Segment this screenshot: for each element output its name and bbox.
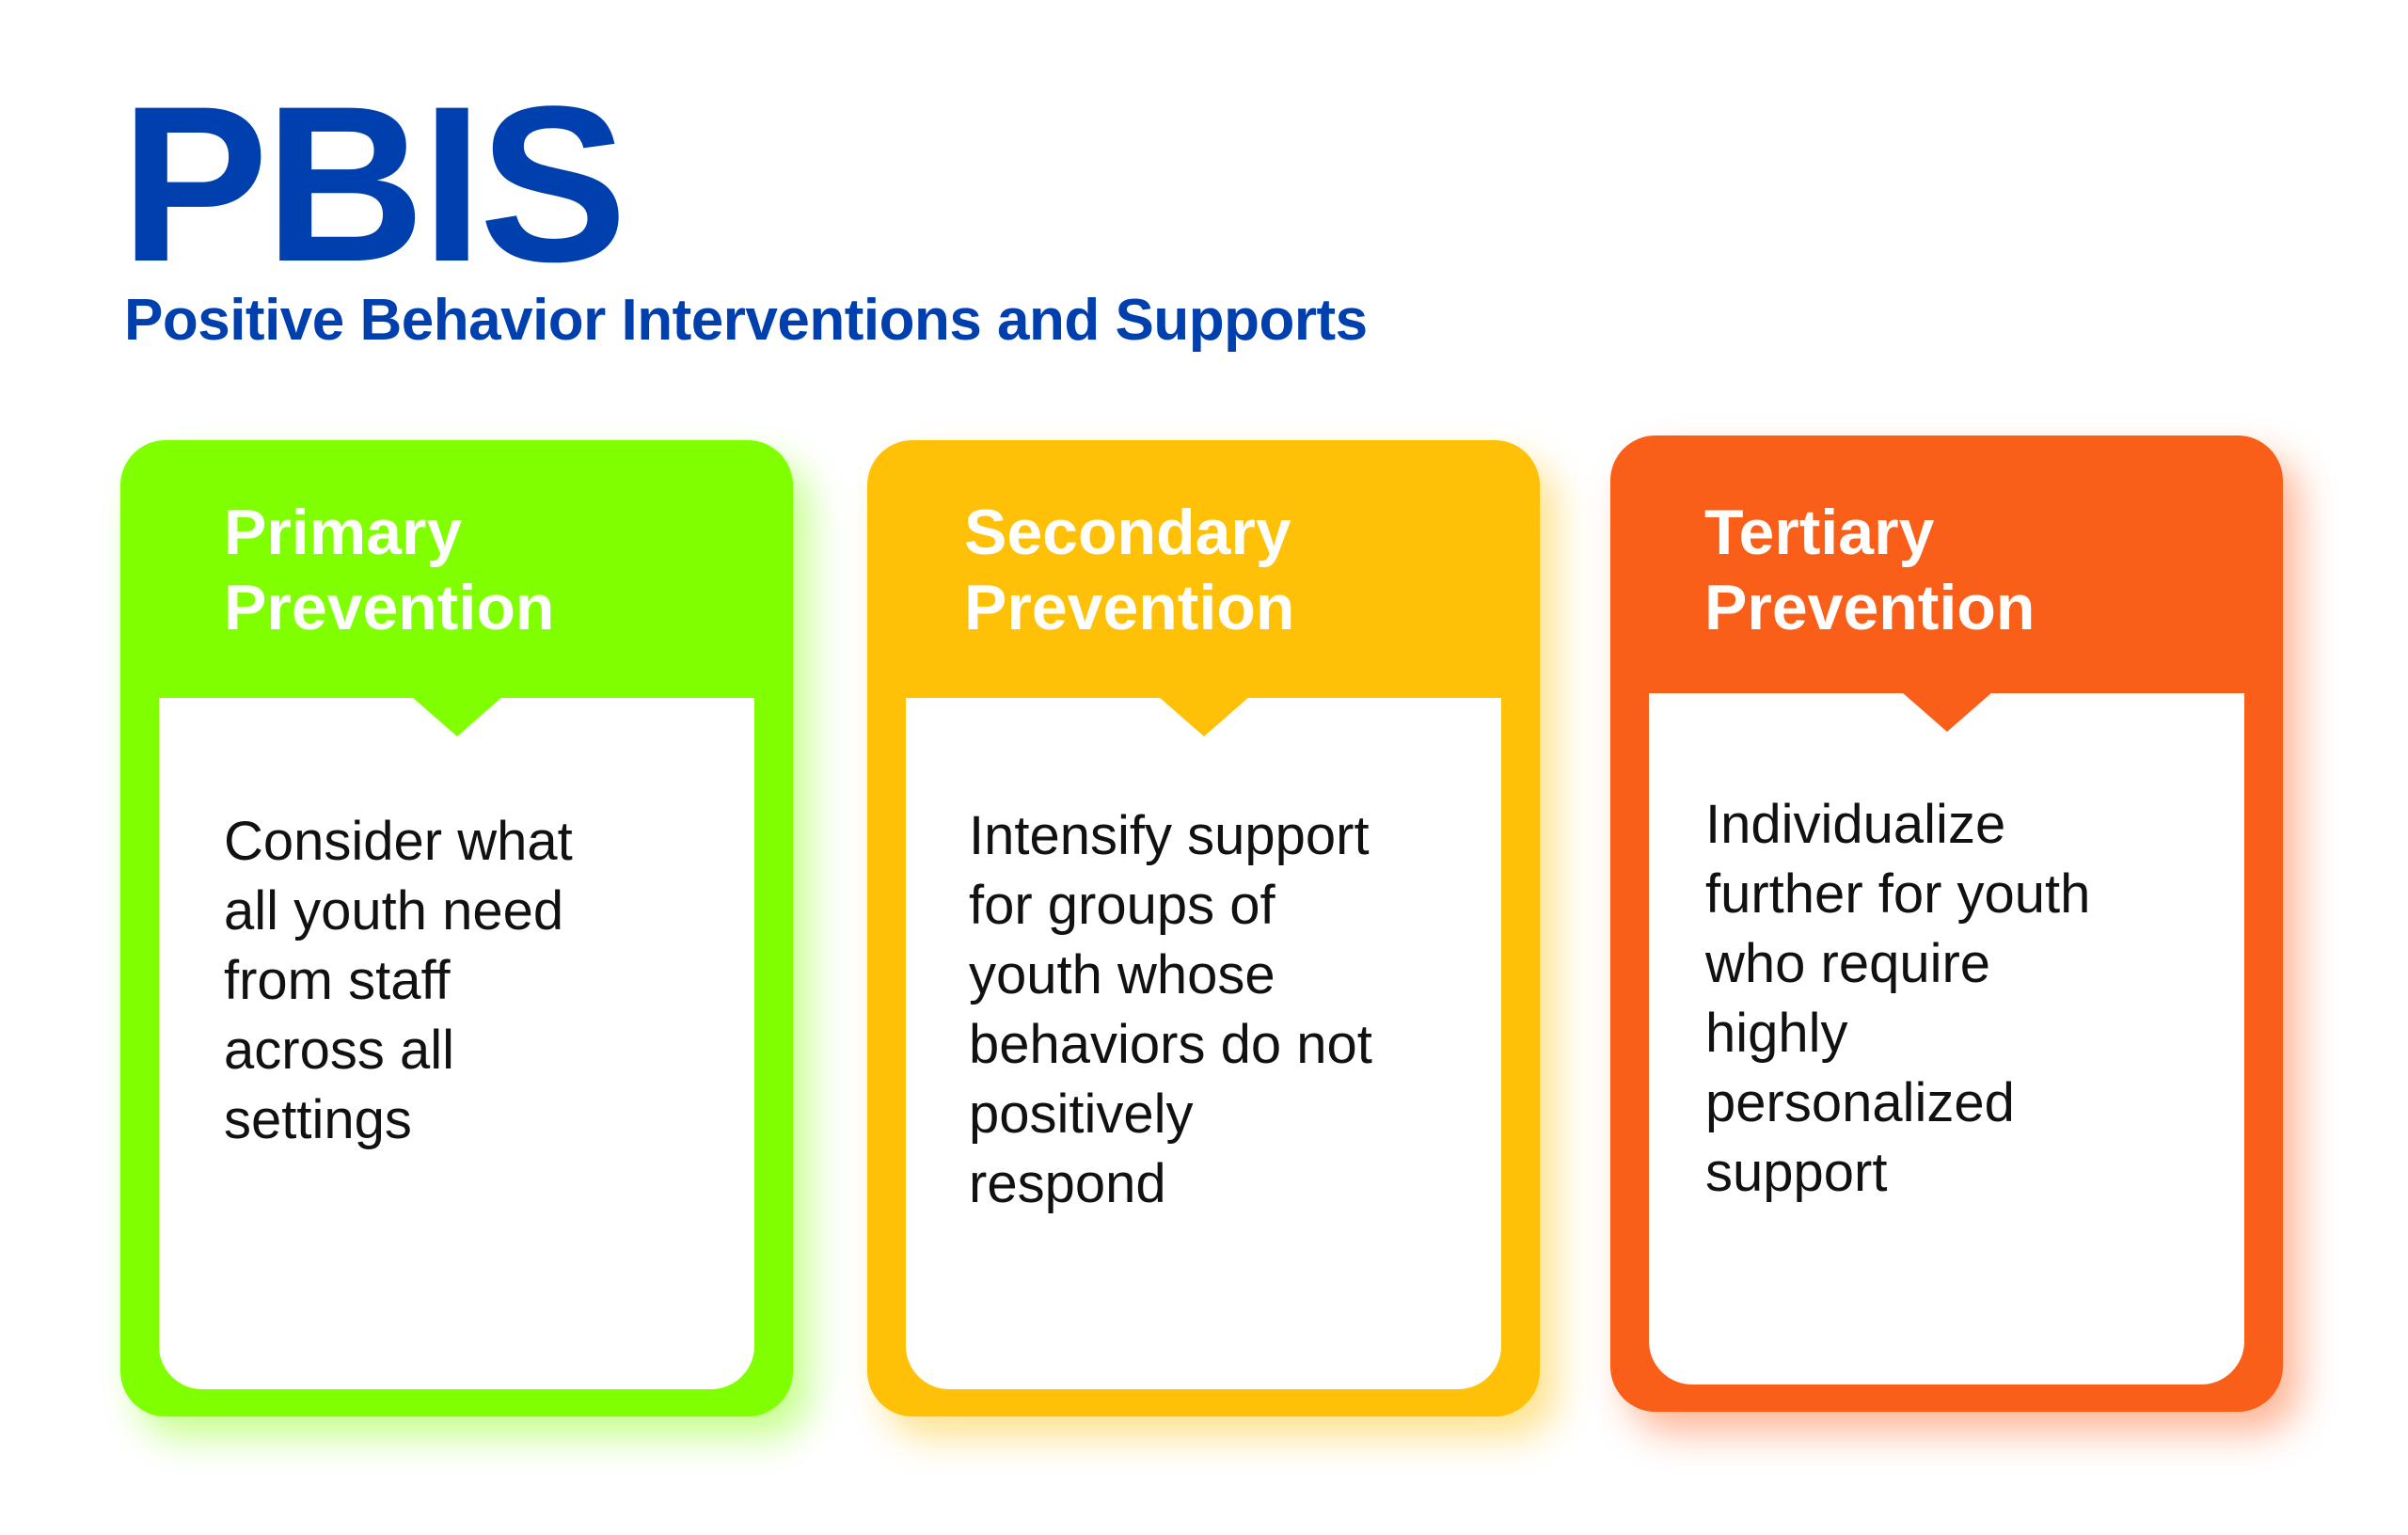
page-title: PBIS	[120, 60, 627, 309]
card-secondary-prevention: Secondary Prevention Intensify support f…	[867, 440, 1540, 1416]
card-heading: Primary Prevention	[224, 495, 554, 645]
text-line: positively	[969, 1084, 1194, 1145]
text-line: personalized	[1705, 1072, 2015, 1133]
card-primary-prevention: Primary Prevention Consider what all you…	[120, 440, 793, 1416]
pointer-notch-icon	[1158, 697, 1249, 736]
text-line: support	[1705, 1142, 1888, 1203]
text-line: Individualize	[1705, 794, 2006, 855]
text-line: who require	[1705, 933, 1991, 994]
text-line: across all	[224, 1020, 454, 1081]
text-line: Consider what	[224, 811, 573, 872]
page-subtitle: Positive Behavior Interventions and Supp…	[124, 288, 1368, 353]
text-line: all youth need	[224, 880, 564, 942]
card-description: Individualize further for youth who requ…	[1705, 790, 2226, 1208]
card-tertiary-prevention: Tertiary Prevention Individualize furthe…	[1610, 435, 2283, 1412]
text-line: Intensify support	[969, 805, 1370, 866]
card-heading: Secondary Prevention	[964, 495, 1294, 645]
text-line: for groups of	[969, 875, 1275, 936]
card-heading: Tertiary Prevention	[1704, 495, 2035, 645]
card-description: Intensify support for groups of youth wh…	[969, 801, 1482, 1219]
card-heading-line: Secondary	[964, 497, 1291, 568]
card-heading-line: Primary	[224, 497, 463, 568]
card-heading-line: Prevention	[1704, 572, 2036, 643]
text-line: settings	[224, 1089, 412, 1150]
card-heading-line: Prevention	[964, 572, 1295, 643]
text-line: highly	[1705, 1003, 1848, 1064]
text-line: respond	[969, 1153, 1166, 1214]
pointer-notch-icon	[1901, 692, 1992, 732]
card-description: Consider what all youth need from staff …	[224, 807, 736, 1155]
card-heading-line: Tertiary	[1704, 497, 1935, 568]
text-line: further for youth	[1705, 863, 2091, 925]
card-body-panel: Consider what all youth need from staff …	[159, 697, 754, 1389]
card-body-panel: Intensify support for groups of youth wh…	[906, 697, 1501, 1389]
text-line: from staff	[224, 950, 451, 1011]
card-body-panel: Individualize further for youth who requ…	[1649, 692, 2244, 1385]
card-heading-line: Prevention	[224, 572, 555, 643]
text-line: youth whose	[969, 944, 1275, 1005]
pointer-notch-icon	[411, 697, 502, 736]
text-line: behaviors do not	[969, 1014, 1372, 1075]
